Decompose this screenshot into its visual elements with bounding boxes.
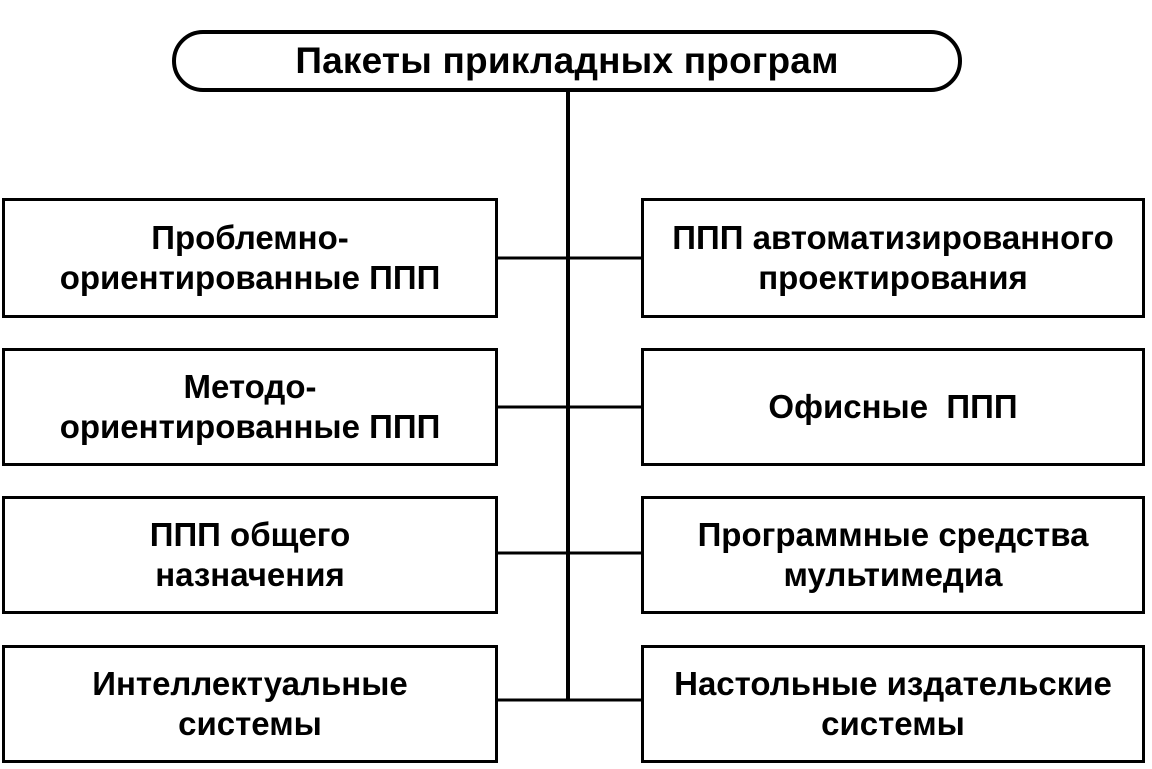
node-label-line: Интеллектуальные — [92, 665, 408, 702]
node-label-line: Офисные ППП — [768, 388, 1018, 425]
node-general-purpose: ППП общего назначения — [2, 496, 498, 614]
node-label-line: системы — [178, 705, 322, 742]
node-problem-oriented: Проблемно- ориентированные ППП — [2, 198, 498, 318]
node-label-line: Программные средства — [697, 516, 1089, 553]
node-label-line: назначения — [155, 556, 345, 593]
node-cad: ППП автоматизированного проектирования — [641, 198, 1145, 318]
node-label-line: ориентированные ППП — [59, 408, 441, 445]
node-label-line: Методо- — [183, 368, 317, 405]
node-label-line: ППП автоматизированного — [672, 219, 1114, 256]
node-label-line: системы — [821, 705, 965, 742]
node-label-line: мультимедиа — [783, 556, 1003, 593]
node-multimedia: Программные средства мультимедиа — [641, 496, 1145, 614]
node-office: Офисные ППП — [641, 348, 1145, 466]
node-label-line: Настольные издательские — [674, 665, 1112, 702]
node-label-line: ориентированные ППП — [59, 259, 441, 296]
node-label-line: проектирования — [758, 259, 1028, 296]
node-label-line: Проблемно- — [151, 219, 349, 256]
node-label-line: ППП общего — [149, 516, 351, 553]
node-desktop-publishing: Настольные издательские системы — [641, 645, 1145, 763]
node-method-oriented: Методо- ориентированные ППП — [2, 348, 498, 466]
root-node-label: Пакеты прикладных програм — [295, 40, 839, 81]
root-node: Пакеты прикладных програм — [172, 30, 962, 92]
node-intelligent-systems: Интеллектуальные системы — [2, 645, 498, 763]
